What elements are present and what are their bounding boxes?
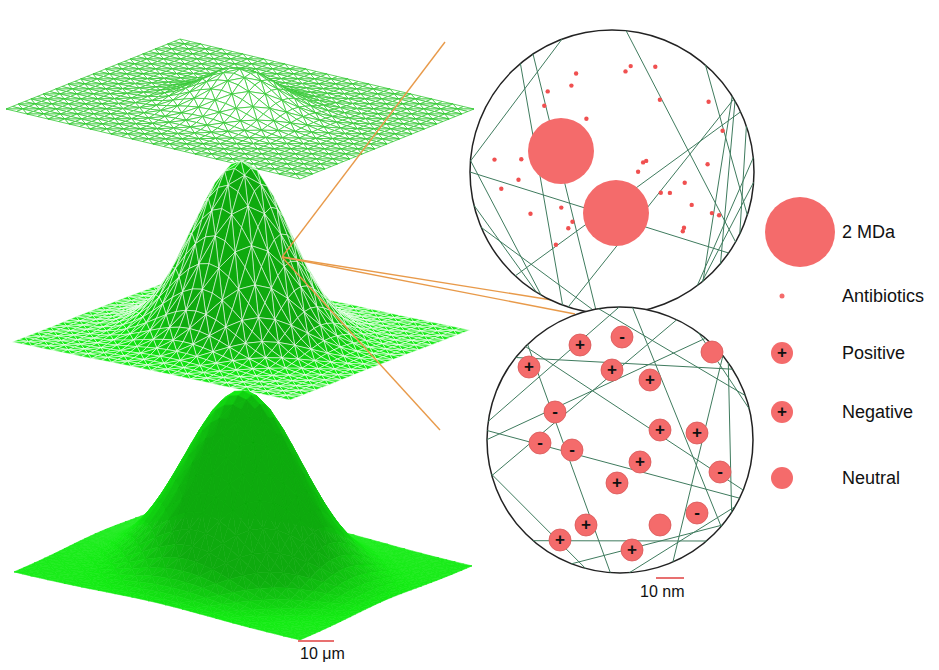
flat-membrane-mesh (6, 39, 474, 179)
